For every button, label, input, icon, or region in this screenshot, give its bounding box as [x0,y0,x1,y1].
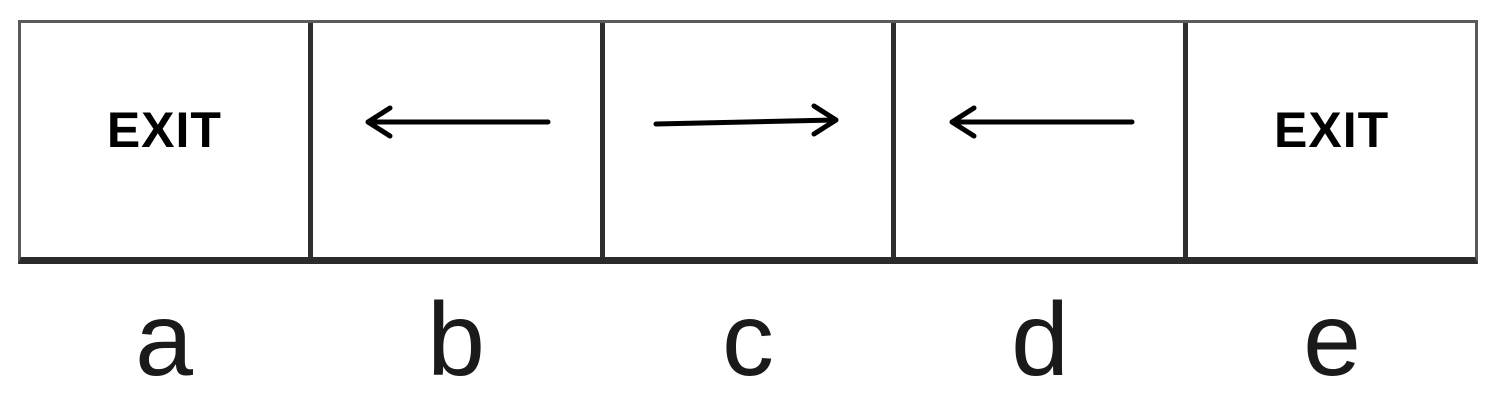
arrow-left-icon [949,105,1135,139]
cell-b [313,23,605,257]
cell-labels: a b c d e [18,280,1478,400]
cell-d [896,23,1189,257]
cell-label-c: c [722,282,774,398]
arrow-left-icon [365,105,551,139]
cell-a: EXIT [21,23,313,257]
cell-c [605,23,897,257]
cell-label-d: d [1011,282,1069,398]
arrow-right-icon [653,103,839,137]
exit-sign-text: EXIT [106,102,222,158]
exit-sign-text: EXIT [1274,102,1390,158]
corridor-strip: EXIT EXIT [18,20,1478,264]
cell-label-b: b [427,282,485,398]
cell-label-e: e [1303,282,1361,398]
cell-e: EXIT [1188,23,1475,257]
cell-label-a: a [135,282,193,398]
